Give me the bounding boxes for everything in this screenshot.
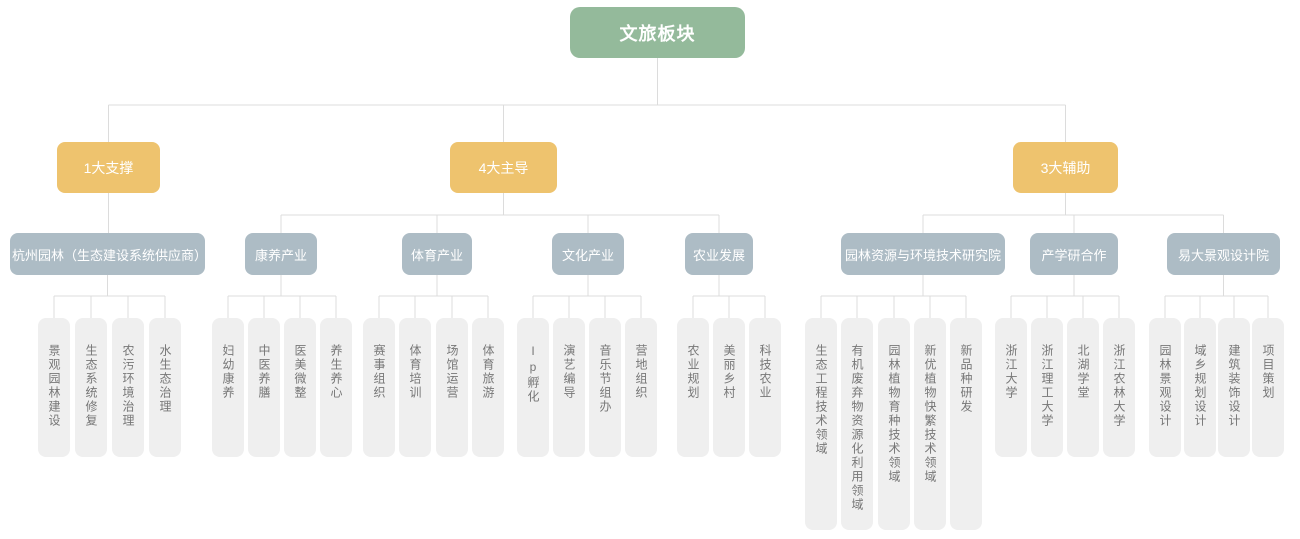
category-node-research-institute: 园林资源与环境技术研究院 [841,233,1005,275]
leaf-node: 农业规划 [677,318,709,457]
leaf-node: 医美微整 [284,318,316,457]
branch-node-auxiliary: 3大辅助 [1013,142,1118,193]
leaf-node: 生态系统修复 [75,318,107,457]
connector-group1 [53,275,166,318]
leaf-node: 浙江大学 [995,318,1027,457]
branch-node-support: 1大支撑 [57,142,160,193]
leaf-node: 北湖学堂 [1067,318,1099,457]
leaf-node: 体育培训 [399,318,431,457]
connector-group3 [378,275,489,318]
leaf-node: 生态工程技术领域 [805,318,837,530]
root-node: 文旅板块 [570,7,745,58]
connector-root-branches [108,58,1066,142]
connector-branch2 [922,193,1224,233]
leaf-node: 科技农业 [749,318,781,457]
connector-branch1 [280,193,720,233]
connector-group7 [1010,275,1120,318]
leaf-node: 场馆运营 [436,318,468,457]
leaf-node: 农污环境治理 [112,318,144,457]
category-node-culture: 文化产业 [552,233,624,275]
leaf-node: 养生养心 [320,318,352,457]
connector-group2 [227,275,337,318]
leaf-node: 项目策划 [1252,318,1284,457]
leaf-node: 演艺编导 [553,318,585,457]
category-node-sports: 体育产业 [402,233,472,275]
leaf-node: 体育旅游 [472,318,504,457]
category-node-wellness: 康养产业 [245,233,317,275]
branch-node-leading: 4大主导 [450,142,557,193]
leaf-node: 音乐节组办 [589,318,621,457]
leaf-node: 建筑装饰设计 [1218,318,1250,457]
leaf-node: 新品种研发 [950,318,982,530]
leaf-node: 域乡规划设计 [1184,318,1216,457]
leaf-node: 有机废弃物资源化利用领域 [841,318,873,530]
leaf-node: 浙江农林大学 [1103,318,1135,457]
leaf-node: 新优植物快繁技术领域 [914,318,946,530]
leaf-node: 中医养膳 [248,318,280,457]
connector-group4 [532,275,642,318]
leaf-node: 水生态治理 [149,318,181,457]
category-node-agriculture: 农业发展 [685,233,753,275]
category-node-hangzhou-garden: 杭州园林（生态建设系统供应商） [10,233,207,275]
connector-group6 [820,275,967,318]
leaf-node: 园林植物育种技术领域 [878,318,910,530]
leaf-node: 赛事组织 [363,318,395,457]
leaf-node: Ip孵化 [517,318,549,457]
connector-group5 [692,275,766,318]
leaf-node: 景观园林建设 [38,318,70,457]
leaf-node: 浙江理工大学 [1031,318,1063,457]
leaf-node: 妇幼康养 [212,318,244,457]
leaf-node: 营地组织 [625,318,657,457]
category-node-yida-design: 易大景观设计院 [1167,233,1280,275]
leaf-node: 美丽乡村 [713,318,745,457]
leaf-node: 园林景观设计 [1149,318,1181,457]
connector-group8 [1164,275,1269,318]
category-node-industry-academia: 产学研合作 [1030,233,1118,275]
